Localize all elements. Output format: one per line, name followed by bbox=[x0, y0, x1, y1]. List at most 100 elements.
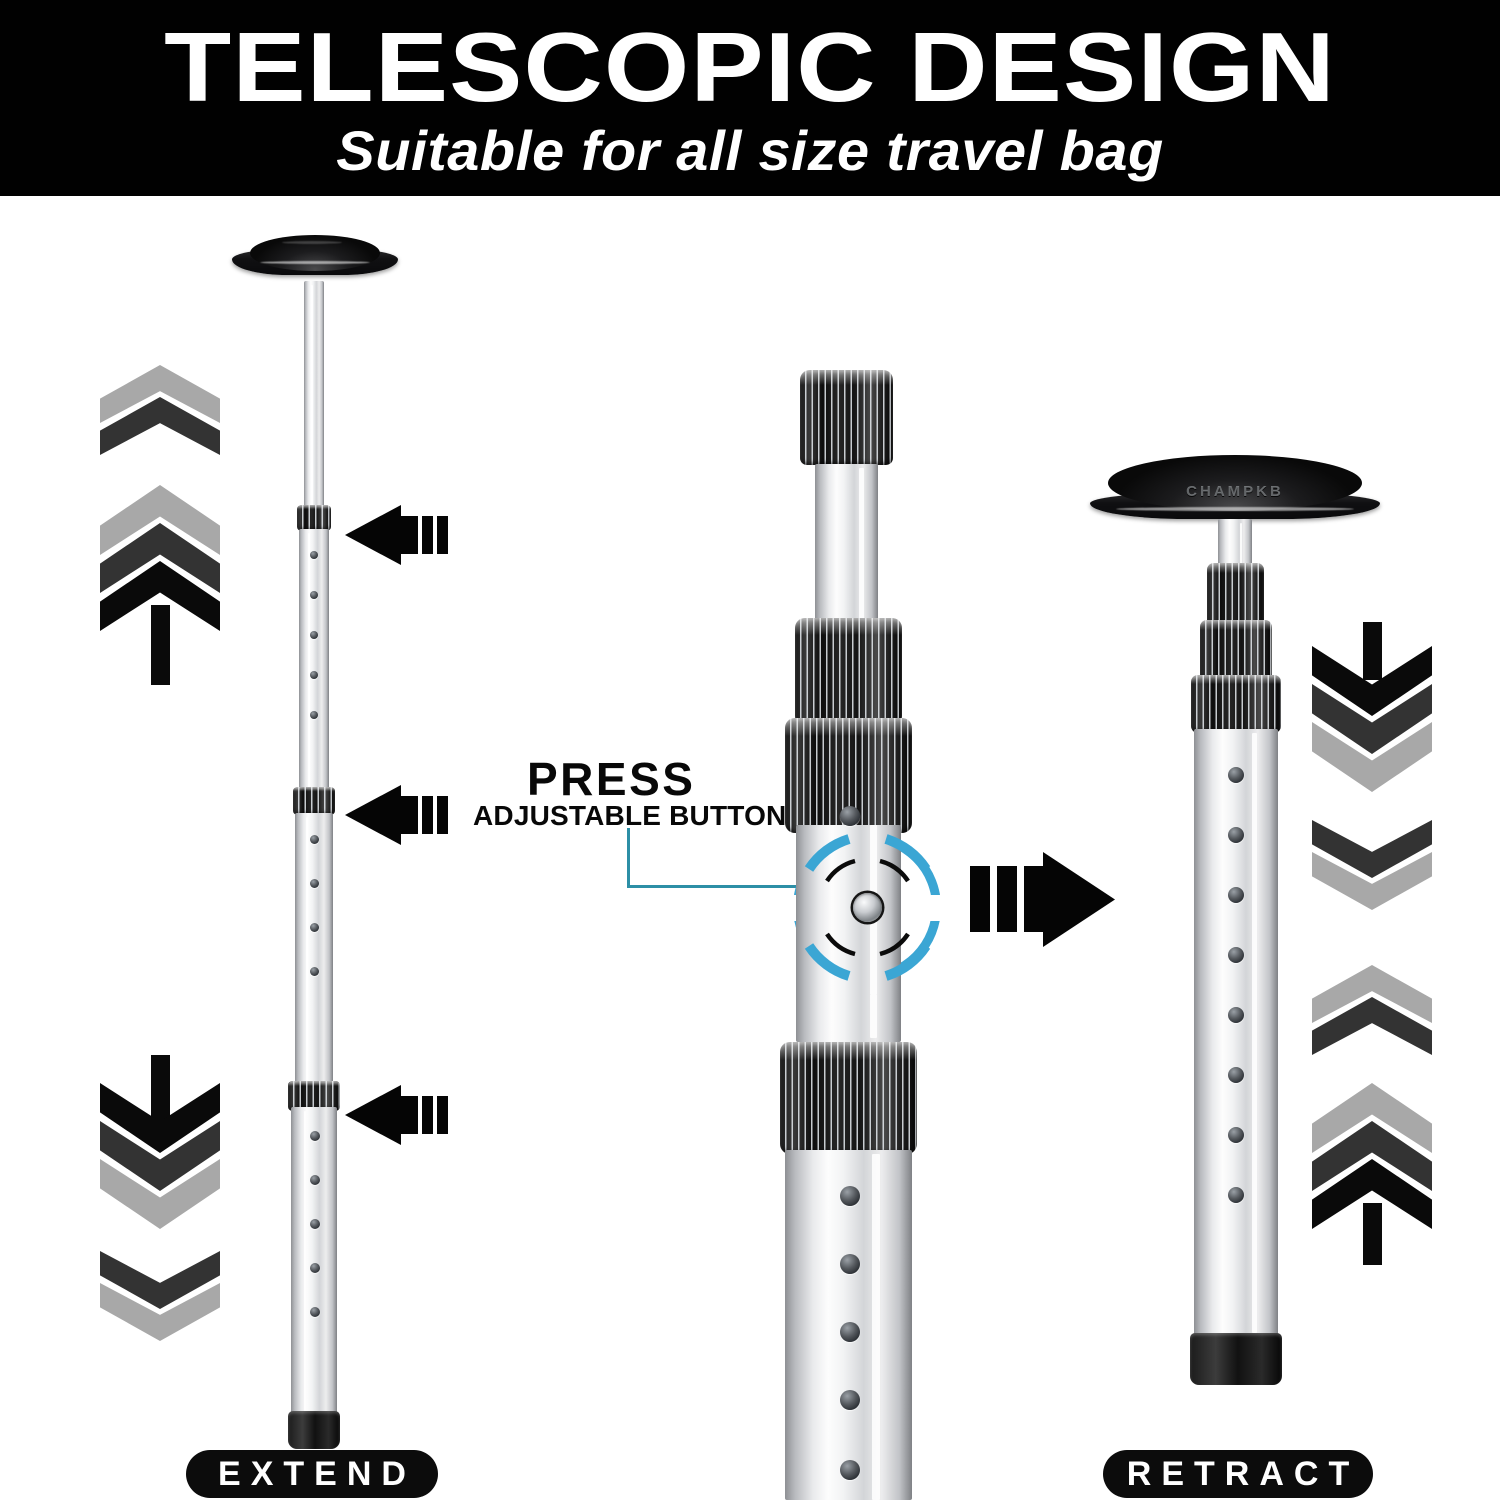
tube-highlight-d bbox=[304, 1111, 306, 1411]
pole-segment-top-left bbox=[304, 281, 324, 513]
collar-rim-mid-2 bbox=[785, 718, 912, 737]
pole-foot-left bbox=[288, 1411, 340, 1449]
block-arrow-bar bbox=[437, 1096, 448, 1134]
adjust-hole bbox=[1228, 887, 1244, 903]
end-cap-rim bbox=[800, 370, 893, 386]
arrow-shaft-down-right bbox=[1363, 622, 1382, 680]
page-subtitle: Suitable for all size travel bag bbox=[336, 119, 1164, 182]
adjust-hole bbox=[310, 1307, 320, 1317]
arrow-shaft-up-right bbox=[1363, 1203, 1382, 1265]
button-focus-ring bbox=[785, 825, 955, 995]
pole-tube-upper-mid bbox=[815, 464, 878, 624]
collar-rim-1 bbox=[297, 505, 331, 510]
collar-rim-mid-3 bbox=[780, 1042, 917, 1060]
adjust-hole bbox=[310, 967, 319, 976]
block-arrow-bar bbox=[422, 516, 433, 554]
nested-collar-right-1[interactable] bbox=[1207, 563, 1264, 627]
tube-highlight-mid-c bbox=[872, 1154, 880, 1500]
label-retract: RETRACT bbox=[1103, 1450, 1373, 1498]
nested-collar-rim-2 bbox=[1200, 620, 1272, 630]
collar-rim-2 bbox=[293, 787, 335, 792]
block-arrow-head bbox=[345, 505, 401, 565]
adjust-collar-mid-3[interactable] bbox=[780, 1042, 917, 1154]
tube-highlight-b bbox=[308, 533, 310, 795]
head-gloss-left bbox=[260, 261, 370, 264]
pole-retracted: CHAMPKB bbox=[1090, 455, 1390, 1455]
adjust-hole bbox=[310, 631, 318, 639]
nested-collar-right-3[interactable] bbox=[1191, 675, 1281, 733]
adjust-collar-left-3[interactable] bbox=[288, 1081, 340, 1111]
adjust-collar-left-2[interactable] bbox=[293, 787, 335, 815]
head-gloss-left-2 bbox=[282, 241, 342, 244]
nested-collar-rim-3 bbox=[1191, 675, 1281, 685]
adjust-collar-mid-1[interactable] bbox=[795, 618, 902, 726]
pole-extended bbox=[225, 235, 405, 1449]
adjust-hole bbox=[310, 835, 319, 844]
adjust-hole bbox=[310, 879, 319, 888]
head-dome-left bbox=[250, 235, 380, 271]
pole-foot-right bbox=[1190, 1333, 1282, 1385]
tube-highlight-c bbox=[306, 817, 308, 1089]
block-arrow-bar bbox=[396, 516, 418, 554]
nested-collar-rim-1 bbox=[1207, 563, 1264, 574]
collar-rim-3 bbox=[288, 1081, 340, 1086]
adjust-hole bbox=[840, 1186, 860, 1206]
page-title: TELESCOPIC DESIGN bbox=[164, 12, 1336, 122]
adjust-hole bbox=[840, 1460, 860, 1480]
left-down-arrow-group bbox=[100, 1055, 220, 1341]
adjust-hole bbox=[310, 1219, 320, 1229]
pole-segment-4-left bbox=[291, 1107, 337, 1415]
arrow-shaft-down-left bbox=[151, 1055, 170, 1125]
adjust-hole bbox=[310, 923, 319, 932]
block-arrow-left-3 bbox=[345, 1085, 448, 1145]
adjust-collar-left-1[interactable] bbox=[297, 505, 331, 531]
adjust-hole bbox=[840, 1254, 860, 1274]
block-arrow-bar bbox=[997, 866, 1017, 932]
pole-tube-top-right bbox=[1218, 519, 1252, 571]
collar-rim-mid-1 bbox=[795, 618, 902, 636]
pole-tube-outer-right bbox=[1194, 729, 1278, 1337]
tube-highlight-mid-a bbox=[859, 468, 864, 620]
block-arrow-bar bbox=[437, 516, 448, 554]
adjust-hole bbox=[840, 1322, 860, 1342]
block-arrow-bar bbox=[422, 796, 433, 834]
callout-leader-horizontal bbox=[627, 885, 817, 888]
pole-segment-2-left bbox=[299, 529, 329, 799]
tube-highlight-r-a bbox=[1240, 523, 1242, 569]
focus-ring-blue-arcs bbox=[804, 834, 931, 981]
top-end-cap bbox=[800, 370, 893, 465]
adjust-hole bbox=[1228, 1127, 1244, 1143]
pole-closeup-middle bbox=[760, 370, 960, 1500]
nested-collar-right-2[interactable] bbox=[1200, 620, 1272, 682]
adjust-hole bbox=[1228, 1067, 1244, 1083]
left-up-arrow-group bbox=[100, 365, 220, 685]
adjustable-button[interactable] bbox=[853, 893, 882, 922]
adjust-hole bbox=[310, 671, 318, 679]
block-arrow-head bbox=[345, 1085, 401, 1145]
block-arrow-left-2 bbox=[345, 785, 448, 845]
tube-behind-mask bbox=[796, 825, 901, 995]
adjust-hole bbox=[1228, 1007, 1244, 1023]
block-arrow-bar bbox=[970, 866, 990, 932]
adjust-hole bbox=[1228, 827, 1244, 843]
arrow-shaft-up-left bbox=[151, 605, 170, 685]
tube-highlight-a bbox=[311, 285, 313, 510]
block-arrow-left-1 bbox=[345, 505, 448, 565]
right-down-arrow-group bbox=[1312, 622, 1432, 922]
callout-press-label: PRESS bbox=[527, 753, 696, 805]
pole-head-disc-left bbox=[232, 235, 398, 285]
adjust-hole bbox=[310, 1131, 320, 1141]
adjust-hole bbox=[310, 591, 318, 599]
label-extend: EXTEND bbox=[186, 1450, 438, 1498]
adjust-hole bbox=[840, 806, 860, 826]
block-arrow-right-main bbox=[970, 852, 1115, 947]
adjust-hole bbox=[840, 1390, 860, 1410]
callout-adjustable-button-label: ADJUSTABLE BUTTON bbox=[473, 800, 787, 831]
block-arrow-bar bbox=[437, 796, 448, 834]
adjust-hole bbox=[1228, 947, 1244, 963]
block-arrow-bar bbox=[396, 1096, 418, 1134]
adjust-hole bbox=[310, 711, 318, 719]
block-arrow-bar bbox=[396, 796, 418, 834]
tube-highlight-r-b bbox=[1252, 733, 1257, 1333]
block-arrow-bar bbox=[422, 1096, 433, 1134]
